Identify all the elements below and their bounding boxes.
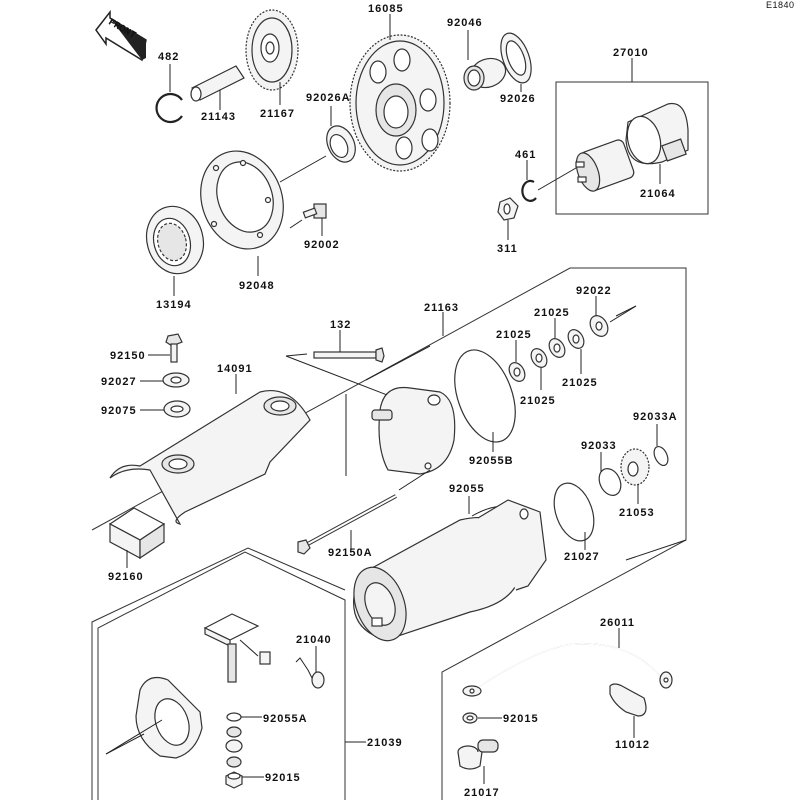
part-21143-shaft[interactable] [190, 65, 245, 110]
front-arrow-icon: FRONT [95, 9, 147, 62]
part-92046-needle-bearing[interactable] [463, 30, 510, 92]
label-92075: 92075 [101, 405, 137, 417]
part-92026A-washer[interactable] [279, 106, 361, 183]
label-16085: 16085 [368, 3, 404, 15]
part-21163-end-cover[interactable] [365, 312, 456, 475]
part-92055A-o-ring[interactable] [226, 712, 262, 722]
label-92015-a: 92015 [265, 772, 301, 784]
label-21025-4: 21025 [562, 377, 598, 389]
label-311: 311 [497, 243, 518, 255]
label-21143: 21143 [201, 111, 236, 123]
part-92075-grommet[interactable] [140, 400, 191, 418]
label-21040: 21040 [296, 634, 332, 646]
part-92015-nut[interactable] [225, 771, 264, 789]
label-92055A: 92055A [263, 713, 308, 725]
label-92015-b: 92015 [503, 713, 539, 725]
label-26011: 26011 [600, 617, 635, 629]
label-92160: 92160 [108, 571, 144, 583]
label-21017: 21017 [464, 787, 500, 799]
label-92022: 92022 [576, 285, 612, 297]
label-461: 461 [515, 149, 536, 161]
label-13194: 13194 [156, 299, 192, 311]
part-21025-washer-4[interactable] [565, 327, 587, 374]
part-92015-nut-terminal[interactable] [462, 712, 502, 724]
diagram-code: E1840 [766, 0, 795, 10]
label-92033A: 92033A [633, 411, 678, 423]
part-132-bolt[interactable] [285, 330, 396, 399]
part-482-circlip[interactable] [155, 64, 183, 124]
label-92055: 92055 [449, 483, 485, 495]
part-461-circlip[interactable] [521, 160, 537, 202]
part-21025-washer-3[interactable] [546, 318, 568, 360]
part-92033-circlip[interactable] [595, 452, 625, 499]
label-92002: 92002 [304, 239, 340, 251]
box-21039-brush-holder-kit [97, 551, 346, 800]
label-21053: 21053 [619, 507, 655, 519]
part-14091-starter-cover[interactable] [109, 374, 311, 525]
part-92026-washer[interactable] [495, 29, 537, 92]
part-washer[interactable] [225, 739, 243, 753]
box-starter-assembly [91, 267, 687, 800]
label-21025-2: 21025 [520, 395, 556, 407]
part-11012-terminal-cap[interactable] [609, 683, 647, 738]
part-13194-one-way-clutch[interactable] [139, 200, 211, 296]
part-21027-o-ring[interactable] [547, 478, 601, 550]
box-starter-assembly-left [91, 547, 346, 800]
label-21167: 21167 [260, 108, 295, 120]
part-21025-washer-2[interactable] [528, 346, 550, 390]
part-washer[interactable] [226, 726, 242, 738]
label-92026A: 92026A [306, 92, 351, 104]
part-starter-relay[interactable] [537, 138, 635, 194]
part-21017-terminal-boot[interactable] [457, 739, 499, 784]
label-92046: 92046 [447, 17, 483, 29]
part-21025-washer-1[interactable] [506, 340, 528, 384]
label-482: 482 [158, 51, 179, 63]
part-92048-plate[interactable] [187, 139, 296, 276]
part-92150-bolt[interactable] [148, 333, 183, 363]
label-14091: 14091 [217, 363, 253, 375]
part-21040-brush-spring[interactable] [295, 646, 325, 689]
part-92033A-circlip[interactable] [651, 424, 670, 468]
part-92022-washer[interactable] [587, 296, 637, 340]
part-washer[interactable] [226, 756, 242, 768]
part-311-nut[interactable] [497, 197, 519, 240]
label-27010: 27010 [613, 47, 649, 59]
label-92027: 92027 [101, 376, 137, 388]
label-132: 132 [330, 319, 351, 331]
label-92150: 92150 [110, 350, 146, 362]
part-92027-collar[interactable] [140, 372, 190, 388]
part-92055B-o-ring[interactable] [443, 342, 527, 452]
part-21053-pinion-gear[interactable] [620, 448, 650, 504]
part-brush[interactable] [203, 613, 271, 683]
label-21064: 21064 [640, 188, 676, 200]
label-92150A: 92150A [328, 547, 373, 559]
part-92002-bolt[interactable] [289, 203, 327, 236]
part-21167-idle-gear[interactable] [245, 9, 299, 105]
part-26011-starter-cable[interactable] [462, 628, 673, 697]
label-92033: 92033 [581, 440, 617, 452]
label-21025-3: 21025 [534, 307, 570, 319]
part-21064-relay-cover[interactable] [622, 102, 689, 184]
part-92160-pad[interactable] [108, 507, 166, 568]
label-21025-1: 21025 [496, 329, 532, 341]
label-92048: 92048 [239, 280, 275, 292]
part-starter-motor[interactable] [344, 499, 547, 648]
label-21039: 21039 [367, 737, 403, 749]
part-brush-plate[interactable] [105, 677, 203, 759]
label-21027: 21027 [564, 551, 600, 563]
label-11012: 11012 [615, 739, 650, 751]
label-21163: 21163 [424, 302, 459, 314]
label-92026: 92026 [500, 93, 536, 105]
part-16085-starter-clutch-gear[interactable] [349, 14, 451, 172]
label-92055B: 92055B [469, 455, 514, 467]
part-92150A-long-bolt[interactable] [297, 469, 431, 555]
leader-line [625, 539, 687, 561]
